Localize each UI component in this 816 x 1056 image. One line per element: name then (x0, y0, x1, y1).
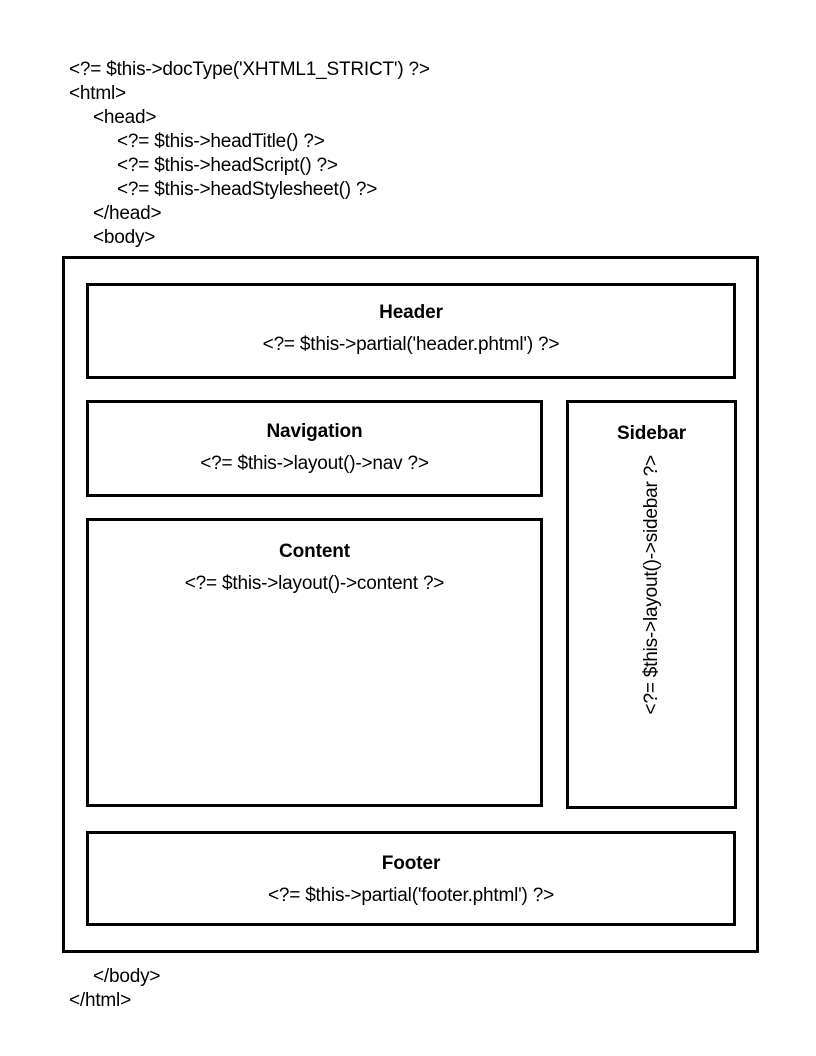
navigation-region-title: Navigation (266, 421, 363, 442)
code-line-head-close: </head> (93, 203, 162, 224)
sidebar-region-code: <?= $this->layout()->sidebar ?> (640, 455, 662, 715)
code-line-body-close: </body> (93, 966, 161, 987)
code-line-body-open: <body> (93, 227, 156, 248)
footer-region-code: <?= $this->partial('footer.phtml') ?> (267, 885, 555, 906)
content-region-code: <?= $this->layout()->content ?> (184, 573, 445, 594)
code-line-headtitle: <?= $this->headTitle() ?> (117, 131, 325, 152)
code-line-head-open: <head> (93, 107, 157, 128)
code-line-doctype: <?= $this->docType('XHTML1_STRICT') ?> (69, 59, 430, 80)
header-region-box: Header <?= $this->partial('header.phtml'… (86, 283, 736, 379)
sidebar-region-box: Sidebar <?= $this->layout()->sidebar ?> (566, 400, 737, 809)
navigation-region-code: <?= $this->layout()->nav ?> (200, 453, 429, 474)
header-region-title: Header (379, 302, 443, 323)
code-line-html-close: </html> (69, 990, 131, 1011)
layout-outer-container: Header <?= $this->partial('header.phtml'… (62, 256, 759, 953)
code-line-headstylesheet: <?= $this->headStylesheet() ?> (117, 179, 378, 200)
content-region-box: Content <?= $this->layout()->content ?> (86, 518, 543, 807)
navigation-region-box: Navigation <?= $this->layout()->nav ?> (86, 400, 543, 497)
footer-region-title: Footer (381, 853, 441, 874)
sidebar-region-title: Sidebar (617, 423, 686, 444)
code-line-html-open: <html> (69, 83, 126, 104)
header-region-code: <?= $this->partial('header.phtml') ?> (262, 334, 560, 355)
content-region-title: Content (278, 541, 351, 562)
sidebar-region-code-wrap: <?= $this->layout()->sidebar ?> (569, 455, 734, 802)
code-line-headscript: <?= $this->headScript() ?> (117, 155, 338, 176)
footer-region-box: Footer <?= $this->partial('footer.phtml'… (86, 831, 736, 926)
